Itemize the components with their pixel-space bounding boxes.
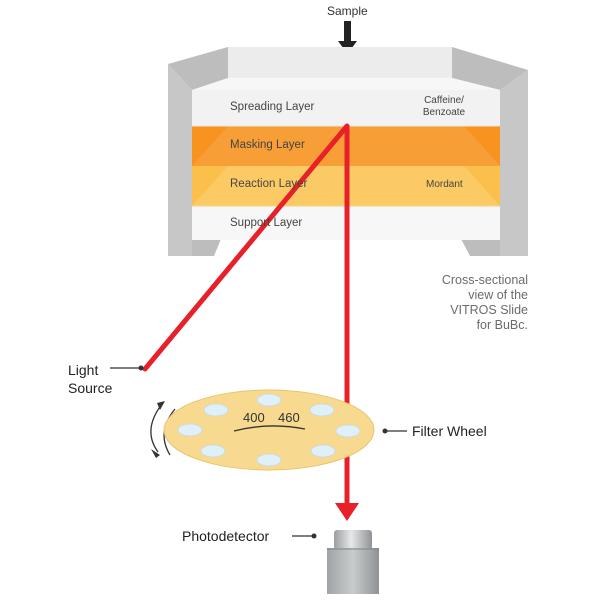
filter-wheel bbox=[163, 389, 375, 471]
slide-caption: Cross-sectional view of the VITROS Slide… bbox=[400, 273, 528, 333]
photodetector-cap bbox=[334, 530, 372, 550]
filter-hole bbox=[256, 453, 282, 467]
light-source-leader bbox=[110, 365, 144, 371]
reaction-layer-note: Mordant bbox=[426, 179, 463, 190]
filter-hole bbox=[200, 444, 226, 458]
caption-line: for BuBc. bbox=[476, 318, 528, 332]
filter-wheel-label: Filter Wheel bbox=[412, 423, 487, 439]
support-layer-label: Support Layer bbox=[230, 217, 303, 229]
caption-line: Cross-sectional bbox=[441, 273, 528, 287]
wavelength-arc bbox=[233, 425, 306, 432]
filter-hole bbox=[256, 393, 282, 407]
filter-hole bbox=[177, 423, 203, 437]
filter-hole bbox=[309, 403, 335, 417]
filter-hole bbox=[203, 403, 229, 417]
photodetector-label: Photodetector bbox=[182, 528, 270, 544]
wavelength-460-label: 460 bbox=[278, 410, 300, 425]
masking-layer-label: Masking Layer bbox=[230, 139, 305, 151]
wavelength-400-label: 400 bbox=[243, 410, 265, 425]
photodetector bbox=[327, 530, 379, 594]
filter-hole bbox=[310, 444, 336, 458]
filter-wheel-leader bbox=[382, 428, 407, 434]
spreading-layer-note: Caffeine/ Benzoate bbox=[422, 95, 466, 118]
incident-beam bbox=[142, 123, 350, 372]
spreading-layer-label: Spreading Layer bbox=[230, 101, 315, 113]
photodetector-leader bbox=[292, 533, 317, 539]
light-source-label: Light Source bbox=[68, 362, 113, 396]
sample-label: Sample bbox=[327, 4, 368, 18]
beam-arrowhead bbox=[335, 503, 359, 521]
caption-line: VITROS Slide bbox=[450, 303, 528, 317]
reaction-layer-label: Reaction Layer bbox=[230, 178, 308, 190]
filter-hole bbox=[335, 424, 361, 438]
spreading-layer bbox=[192, 90, 500, 126]
caption-line: view of the bbox=[468, 288, 528, 302]
photodetector-body bbox=[327, 548, 379, 594]
